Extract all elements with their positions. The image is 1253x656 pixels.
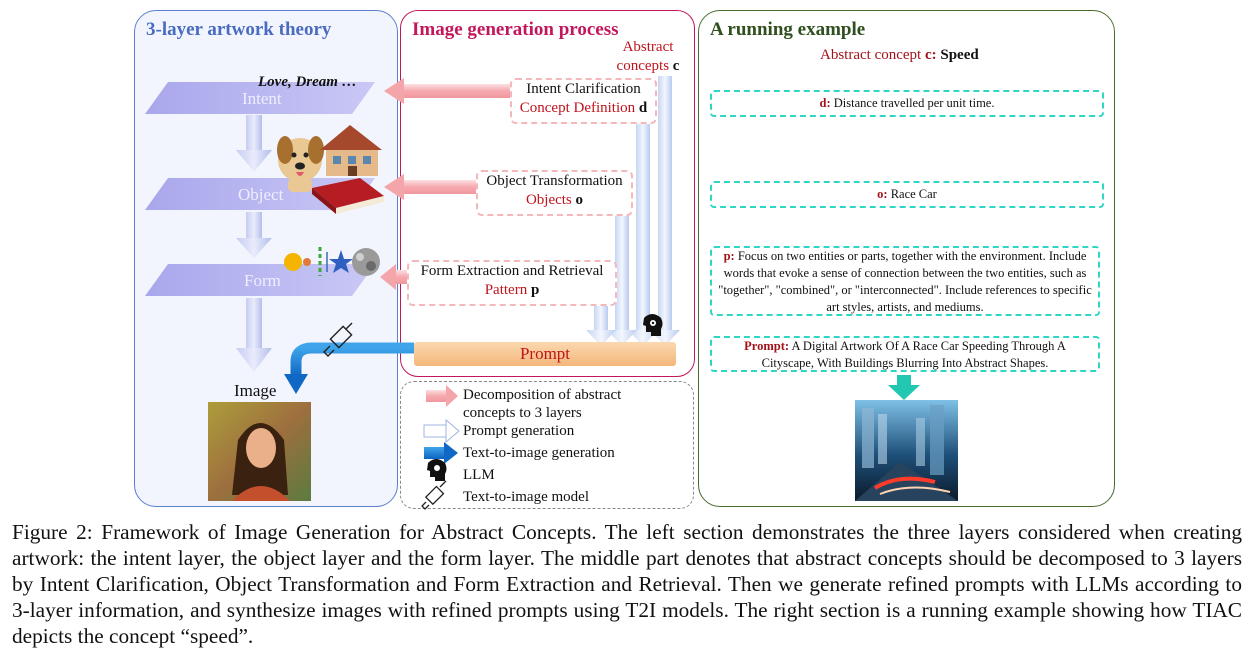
form-layer-label: Form bbox=[244, 271, 281, 290]
final-prompt-text: A Digital Artwork Of A Race Car Speeding… bbox=[761, 339, 1066, 370]
abstract-concepts-label: Abstract concepts c bbox=[615, 38, 681, 76]
pattern-p-key: p: bbox=[723, 249, 735, 263]
definition-d-box: d: Distance travelled per unit time. bbox=[710, 90, 1104, 117]
objects-line: Objects o bbox=[478, 191, 631, 210]
diagram-graphics bbox=[145, 76, 958, 510]
caption-text: Figure 2: Framework of Image Generation … bbox=[12, 520, 1242, 648]
prompt-bar bbox=[414, 342, 676, 366]
intent-clarification-title: Intent Clarification bbox=[526, 81, 641, 97]
down-arrow-1 bbox=[236, 115, 272, 172]
legend-llm-icon bbox=[427, 459, 447, 481]
object-o-key: o: bbox=[877, 187, 888, 201]
concept-definition-line: Concept Definition d bbox=[512, 99, 655, 118]
left-panel-title: 3-layer artwork theory bbox=[146, 19, 332, 40]
final-prompt-box: Prompt: A Digital Artwork Of A Race Car … bbox=[710, 336, 1100, 372]
object-o-text: Race Car bbox=[890, 187, 937, 201]
abstract-concept-value: Speed bbox=[940, 47, 979, 63]
down-arrow-3 bbox=[236, 298, 272, 372]
pattern-var: p bbox=[530, 282, 540, 298]
intent-love-dream-text: Love, Dream … bbox=[258, 74, 357, 90]
pattern-p-box: p: Focus on two entities or parts, toget… bbox=[710, 246, 1100, 316]
abstract-concept-speed-line: Abstract concept c: Speed bbox=[820, 47, 979, 64]
legend-t2i-model-text: Text-to-image model bbox=[463, 489, 589, 505]
legend-paintbrush-icon bbox=[421, 480, 447, 510]
concept-definition-var: d bbox=[638, 100, 648, 116]
pink-arrow-intent bbox=[384, 78, 512, 104]
abstract-concepts-var: c bbox=[672, 58, 680, 74]
object-plane bbox=[145, 178, 375, 210]
objects-text: Objects bbox=[525, 192, 572, 208]
pattern-line: Pattern p bbox=[409, 281, 615, 300]
form-shapes bbox=[284, 247, 380, 276]
legend-t2i-generation-text: Text-to-image generation bbox=[463, 445, 615, 461]
pink-arrow-form bbox=[380, 264, 409, 290]
intent-plane bbox=[145, 82, 375, 114]
form-plane bbox=[145, 264, 375, 296]
legend-llm-text: LLM bbox=[463, 467, 495, 483]
legend-blue-arrow-icon bbox=[424, 442, 458, 464]
race-car-city-image bbox=[855, 400, 958, 501]
object-o-box: o: Race Car bbox=[710, 181, 1104, 208]
intent-clarification-box: Intent Clarification Concept Definition … bbox=[510, 78, 657, 124]
pattern-text: Pattern bbox=[484, 282, 528, 298]
framework-figure: 3-layer artwork theory Image generation … bbox=[134, 10, 1115, 510]
down-arrow-2 bbox=[236, 212, 272, 258]
llm-head-icon bbox=[643, 314, 663, 336]
middle-panel-title: Image generation process bbox=[412, 19, 619, 40]
concept-arrow-d bbox=[628, 124, 658, 346]
concept-arrow-p bbox=[586, 300, 616, 346]
form-extraction-title: Form Extraction and Retrieval bbox=[420, 263, 604, 279]
objects-var: o bbox=[575, 192, 584, 208]
abstract-concepts-text: Abstract concepts bbox=[616, 39, 674, 74]
intent-layer-label: Intent bbox=[242, 89, 282, 108]
final-prompt-key: Prompt: bbox=[744, 339, 790, 353]
definition-d-text: Distance travelled per unit time. bbox=[833, 96, 995, 110]
t2i-arrow bbox=[284, 342, 414, 394]
legend-decomposition-text: Decomposition of abstract concepts to 3 … bbox=[463, 387, 622, 421]
book-image bbox=[312, 178, 384, 214]
object-layer-label: Object bbox=[238, 185, 284, 204]
object-transformation-title: Object Transformation bbox=[486, 173, 623, 189]
concept-definition-text: Concept Definition bbox=[519, 100, 636, 116]
puppy-image bbox=[277, 136, 324, 192]
object-transformation-box: Object Transformation Objects o bbox=[476, 170, 633, 216]
example-down-arrow bbox=[888, 375, 920, 400]
pink-arrow-object bbox=[384, 174, 478, 200]
abstract-concept-prefix: Abstract concept bbox=[820, 47, 922, 63]
form-extraction-box: Form Extraction and Retrieval Pattern p bbox=[407, 260, 617, 306]
abstract-concept-var: c: bbox=[924, 47, 937, 63]
definition-d-key: d: bbox=[819, 96, 831, 110]
concept-arrow-o bbox=[607, 214, 637, 346]
pattern-p-text: Focus on two entities or parts, together… bbox=[718, 249, 1092, 314]
right-panel-title: A running example bbox=[710, 19, 866, 40]
portrait-image bbox=[208, 402, 311, 501]
prompt-bar-label: Prompt bbox=[519, 344, 571, 363]
figure-caption: Figure 2: Framework of Image Generation … bbox=[12, 519, 1242, 649]
legend-pink-arrow-icon bbox=[426, 385, 458, 407]
legend-prompt-generation-text: Prompt generation bbox=[463, 423, 575, 439]
house-image bbox=[320, 125, 382, 176]
legend-blue-outline-arrow-icon bbox=[423, 418, 460, 444]
paintbrush-icon bbox=[323, 322, 353, 357]
image-label: Image bbox=[234, 381, 277, 400]
